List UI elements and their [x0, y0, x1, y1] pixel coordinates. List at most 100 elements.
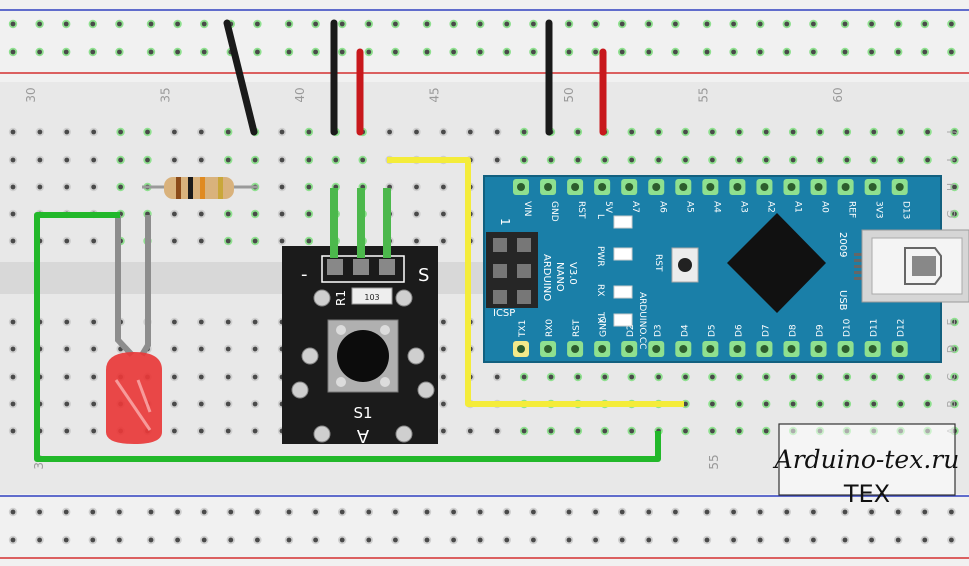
breadboard-hole-center [949, 49, 954, 55]
red-led [106, 215, 162, 444]
breadboard-hole-center [763, 129, 769, 135]
arduino-pin-label: 3V3 [874, 201, 884, 219]
button-module-legs [330, 188, 391, 258]
breadboard-hole-center [313, 537, 318, 543]
breadboard-hole-center [949, 509, 954, 515]
breadboard-hole-center [548, 428, 554, 434]
breadboard-hole-center [925, 374, 930, 380]
arduino-pin-label: D7 [761, 324, 771, 337]
breadboard-hole-center [784, 49, 790, 55]
led-leg [139, 215, 151, 357]
breadboard-hole-center [255, 509, 260, 515]
breadboard-hole-center [306, 238, 312, 244]
breadboard-hole-center [414, 184, 419, 190]
breadboard-hole-center [366, 49, 372, 55]
arduino-pin-label: D10 [843, 318, 853, 337]
breadboard-hole-center [366, 21, 372, 27]
breadboard-hole-center [844, 401, 850, 407]
usb-label: USB [837, 290, 848, 311]
breadboard-hole-center [683, 157, 688, 163]
arduino-pin-label: A6 [657, 201, 667, 213]
breadboard-hole-center [441, 401, 446, 407]
arduino-pin-label: A4 [711, 201, 721, 213]
breadboard-hole-center [252, 319, 258, 325]
breadboard-hole-center [504, 21, 510, 27]
breadboard-hole-center [477, 21, 483, 27]
breadboard-hole-center [441, 374, 446, 380]
breadboard-hole-center [646, 21, 652, 27]
breadboard-hole-center [10, 537, 16, 543]
column-number: 35 [158, 87, 172, 102]
breadboard-hole-center [148, 21, 154, 27]
breadboard-hole-center [731, 21, 736, 27]
arduino-pin-label: D5 [707, 324, 717, 337]
breadboard-hole-center [198, 374, 204, 380]
arduino-pin-label: D2 [626, 324, 636, 337]
breadboard-hole-center [225, 428, 231, 434]
breadboard-hole-center [952, 184, 957, 190]
arduino-site: ARDUINO.CC [637, 292, 647, 349]
resistor [142, 177, 258, 199]
breadboard-hole-center [424, 509, 430, 515]
breadboard-hole-center [228, 537, 234, 543]
breadboard-hole-center [593, 49, 598, 55]
breadboard-hole-center [10, 129, 16, 135]
breadboard-hole-center [10, 211, 16, 217]
arduino-pin-label: D6 [734, 324, 744, 337]
wire-green [34, 212, 661, 462]
breadboard-hole-center [91, 401, 97, 407]
breadboard-hole-center [198, 428, 204, 434]
breadboard-hole-center [451, 21, 456, 27]
breadboard-hole-center [172, 319, 177, 325]
breadboard-hole-center [64, 401, 70, 407]
breadboard-hole-center [117, 537, 122, 543]
breadboard-hole-center [441, 238, 446, 244]
breadboard-hole-center [414, 211, 419, 217]
mount-hole [395, 289, 413, 307]
breadboard-hole-center [656, 374, 661, 380]
breadboard-hole-center [10, 428, 16, 434]
breadboard-hole-center [393, 509, 398, 515]
row-letter: B [945, 400, 958, 408]
breadboard-hole-center [922, 49, 928, 55]
breadboard-hole-center [784, 21, 790, 27]
breadboard-hole-center [175, 509, 181, 515]
breadboard-hole-center [869, 21, 874, 27]
breadboard-hole-center [37, 129, 43, 135]
breadboard-hole-center [252, 238, 258, 244]
breadboard-hole-center [286, 49, 292, 55]
breadboard-hole-center [736, 428, 742, 434]
wire-yellow [387, 157, 684, 407]
breadboard-hole-center [494, 428, 500, 434]
breadboard-hole-center [63, 21, 69, 27]
breadboard-hole-center [279, 184, 285, 190]
usb-connector [861, 229, 969, 303]
breadboard-hole-center [602, 428, 608, 434]
watermark: Arduino-tex.ru TEX [773, 423, 959, 508]
column-number: 45 [427, 87, 441, 102]
column-number: 30 [24, 87, 38, 102]
breadboard-hole-center [593, 537, 598, 543]
breadboard-hole-center [646, 49, 652, 55]
row-letter: I [945, 158, 958, 161]
breadboard-hole-center [895, 21, 901, 27]
button-header-pin [327, 259, 343, 275]
row-letter: G [945, 210, 958, 219]
breadboard-hole-center [763, 428, 769, 434]
breadboard-hole-center [91, 374, 97, 380]
breadboard-hole-center [811, 21, 816, 27]
breadboard-hole-center [949, 537, 954, 543]
breadboard-hole-center [521, 129, 527, 135]
led-l [613, 215, 633, 229]
arduino-pin-label: D8 [789, 324, 799, 337]
breadboard-hole-center [201, 21, 207, 27]
breadboard-hole-center [64, 238, 70, 244]
breadboard-hole-center [898, 129, 904, 135]
breadboard-hole-center [790, 157, 796, 163]
breadboard-hole-center [10, 238, 16, 244]
tactile-switch-cap [337, 330, 389, 382]
breadboard-hole-center [925, 401, 930, 407]
mount-hole [407, 347, 425, 365]
breadboard-hole-center [37, 509, 42, 515]
